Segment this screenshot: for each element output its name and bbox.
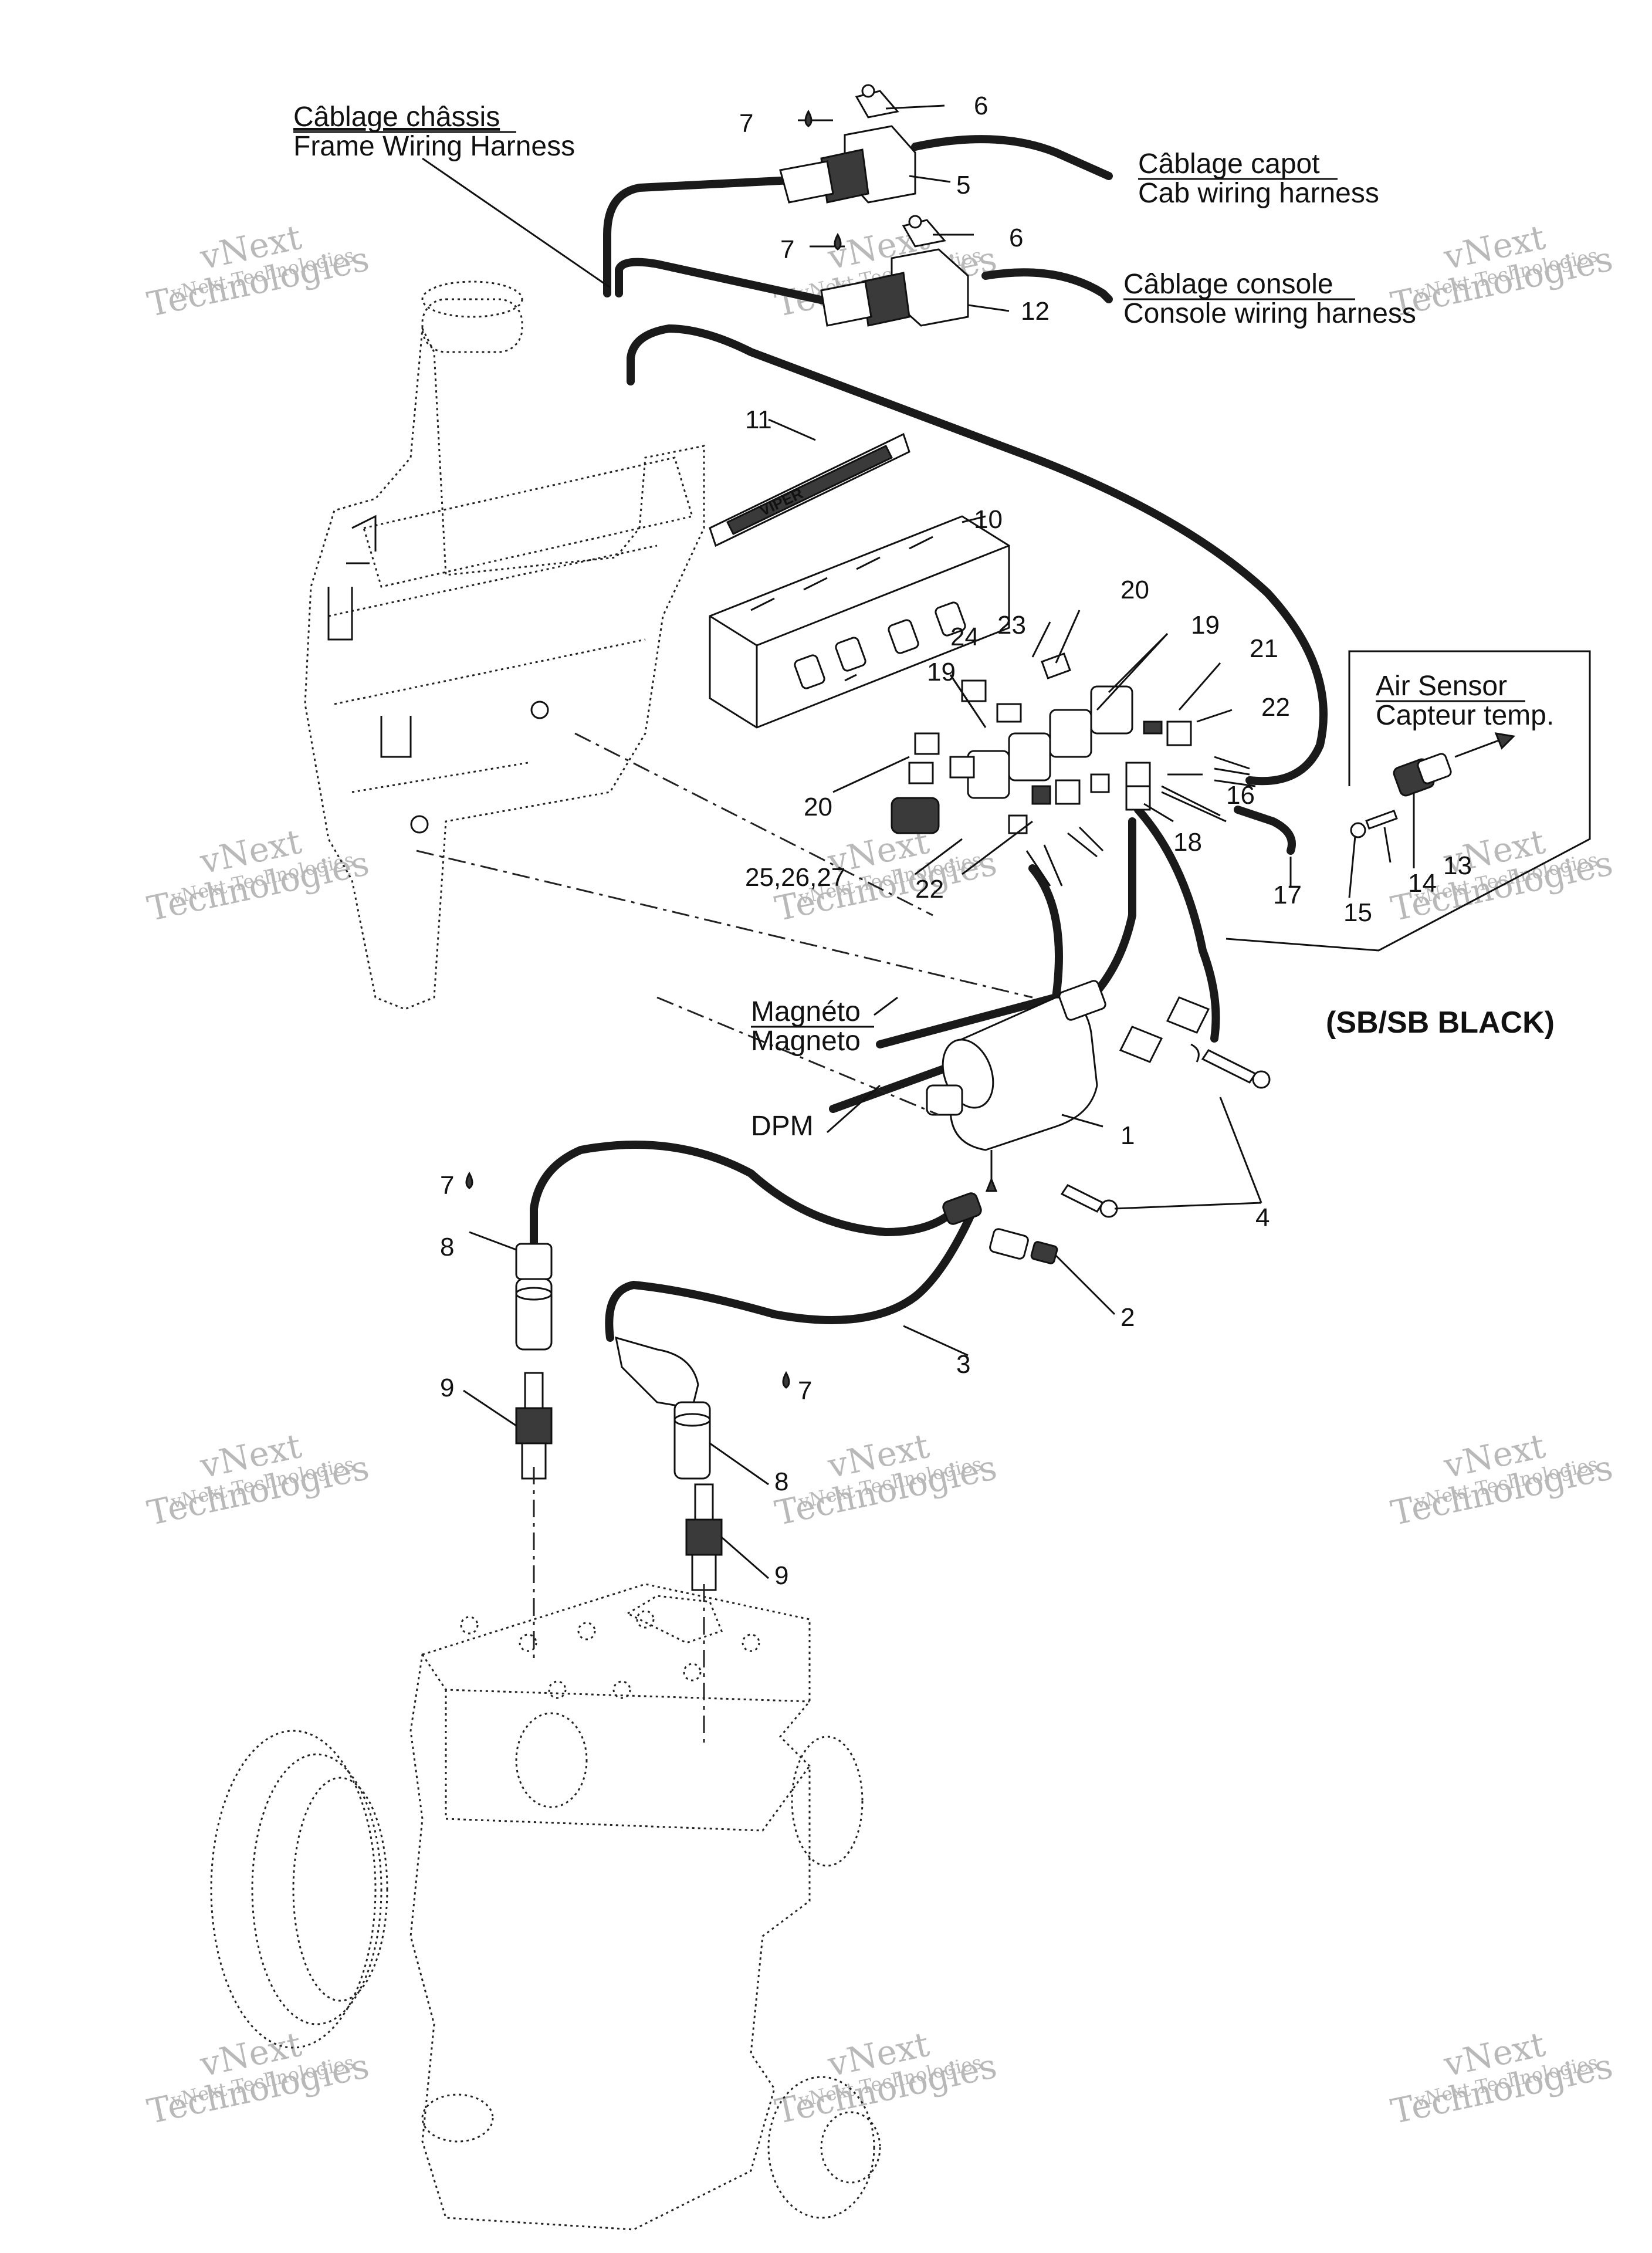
air-sensor-label-en: Air Sensor <box>1376 671 1507 702</box>
callout-1: 1 <box>1120 1121 1135 1150</box>
callout-25-26-27: 25,26,27 <box>745 863 845 892</box>
cab-harness-label-en: Cab wiring harness <box>1138 178 1379 209</box>
oil-drop-icon <box>782 1371 790 1389</box>
oil-drop-icon <box>834 232 842 251</box>
air-sensor-detail <box>1226 650 1591 952</box>
callout-19: 19 <box>1191 611 1220 640</box>
spark-plug-cap-left <box>515 1243 553 1351</box>
callout-21: 21 <box>1250 634 1278 663</box>
magneto-wire <box>876 864 1063 1048</box>
callout-4: 4 <box>1255 1203 1270 1232</box>
watermark: vNext Technologies vNext Technologies <box>144 217 373 324</box>
spark-plug-cap-right <box>615 1336 711 1480</box>
callout-20: 20 <box>804 793 832 821</box>
callout-17: 17 <box>1273 881 1302 909</box>
ground-wire <box>1134 806 1220 1043</box>
callout-6: 6 <box>1009 224 1023 252</box>
callouts: 7 6 5 7 6 12 11 10 20 19 23 24 21 19 22 … <box>440 92 1472 1590</box>
cab-harness-label-fr: Câblage capot <box>1138 148 1320 180</box>
wires <box>530 135 1328 1342</box>
callout-8: 8 <box>440 1233 454 1261</box>
air-sensor-wire <box>1234 806 1296 855</box>
callout-15: 15 <box>1343 898 1372 927</box>
control-module <box>709 515 1010 729</box>
callout-7: 7 <box>798 1376 812 1405</box>
oil-drop-icon <box>465 1171 473 1189</box>
callout-7: 7 <box>780 235 794 264</box>
callout-5: 5 <box>956 171 970 199</box>
frame-harness-label-en: Frame Wiring Harness <box>293 131 575 162</box>
callout-9: 9 <box>440 1374 454 1402</box>
harness-labels: Câblage châssis Frame Wiring Harness Câb… <box>293 102 1555 1142</box>
callout-13: 13 <box>1443 851 1472 880</box>
callout-9: 9 <box>774 1561 788 1590</box>
callout-2: 2 <box>1120 1303 1135 1332</box>
callout-23: 23 <box>997 611 1026 640</box>
console-wire <box>981 268 1113 303</box>
oil-tank <box>304 280 705 1010</box>
spark-plug-left <box>515 1372 553 1480</box>
callout-20: 20 <box>1120 576 1149 604</box>
hv-wire-2 <box>605 1205 978 1342</box>
ground-connector <box>989 1228 1058 1264</box>
screws <box>1060 996 1271 1218</box>
callout-22: 22 <box>915 875 944 904</box>
watermark: vNext Technologies vNext Technologies <box>1387 2024 1616 2132</box>
callout-16: 16 <box>1226 781 1255 810</box>
connector-cluster <box>891 652 1256 887</box>
spark-plug-right <box>685 1483 723 1591</box>
callout-7: 7 <box>440 1171 454 1200</box>
callout-14: 14 <box>1408 869 1437 898</box>
callout-10: 10 <box>974 505 1003 534</box>
watermark: vNext Technologies vNext Technologies <box>771 2024 1000 2132</box>
frame-harness-wire-3 <box>627 324 1328 786</box>
frame-harness-wire <box>603 175 820 297</box>
callout-22: 22 <box>1261 693 1290 722</box>
watermark: vNext Technologies vNext Technologies <box>144 821 373 929</box>
oil-drop-icons <box>465 109 842 1389</box>
air-sensor-label-fr: Capteur temp. <box>1376 700 1554 731</box>
callout-6: 6 <box>974 92 988 120</box>
callout-24: 24 <box>950 623 979 651</box>
callout-19: 19 <box>927 658 956 686</box>
cab-wire <box>911 135 1113 180</box>
callout-8: 8 <box>774 1467 788 1496</box>
callout-7: 7 <box>739 109 753 138</box>
dpm-label: DPM <box>751 1111 814 1142</box>
cab-connector-group <box>779 84 916 204</box>
magneto-label-en: Magneto <box>751 1026 861 1057</box>
watermarks: vNext Technologies vNext Technologies vN… <box>144 217 1616 2132</box>
engine <box>210 1583 881 2231</box>
magneto-label-fr: Magnéto <box>751 996 861 1027</box>
callout-12: 12 <box>1021 297 1050 326</box>
watermark: vNext Technologies vNext Technologies <box>144 2024 373 2132</box>
model-label: (SB/SB BLACK) <box>1326 1006 1555 1040</box>
console-connector-group <box>820 215 969 327</box>
hv-wire-1 <box>530 1141 960 1248</box>
callout-18: 18 <box>1173 828 1202 857</box>
watermark: vNext Technologies vNext Technologies <box>771 1426 1000 1533</box>
decal: VIPER <box>709 432 910 547</box>
ignition-coil <box>926 980 1106 1225</box>
callout-11: 11 <box>745 405 772 434</box>
console-harness-label-en: Console wiring harness <box>1123 298 1416 329</box>
oil-drop-icon <box>804 109 813 127</box>
watermark: vNext Technologies vNext Technologies <box>1387 1426 1616 1533</box>
callout-3: 3 <box>956 1350 970 1379</box>
frame-harness-label-fr: Câblage châssis <box>293 102 500 133</box>
assembly-lines <box>416 732 1033 1748</box>
watermark: vNext Technologies vNext Technologies <box>144 1426 373 1533</box>
console-harness-label-fr: Câblage console <box>1123 269 1333 300</box>
frame-harness-wire-2 <box>615 258 849 309</box>
leader-lines <box>422 104 1415 1579</box>
